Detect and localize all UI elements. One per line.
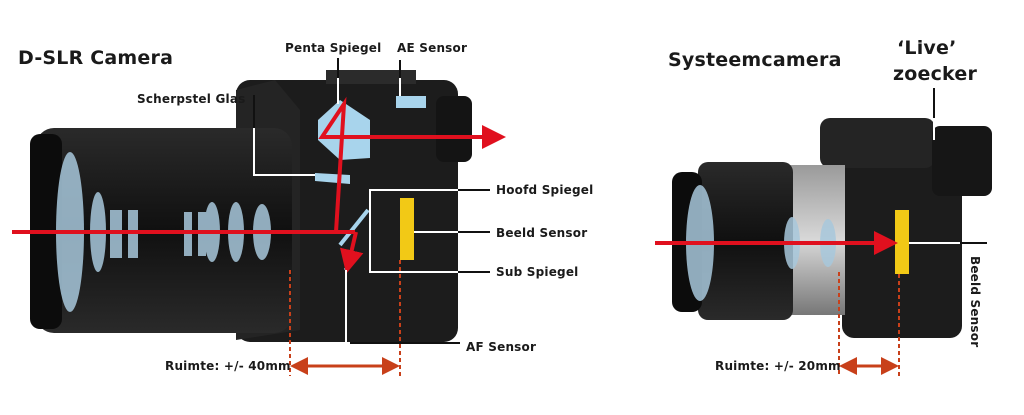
- mirrorless-dimension: [838, 272, 900, 376]
- label-af-sensor: AF Sensor: [466, 340, 536, 354]
- label-hoofd-spiegel: Hoofd Spiegel: [496, 183, 593, 197]
- mirrorless-spacing-label: Ruimte: +/- 20mm: [715, 359, 841, 373]
- dslr-title: D-SLR Camera: [18, 47, 173, 69]
- dslr-spacing-label: Ruimte: +/- 40mm: [165, 359, 291, 373]
- label-ae-sensor: AE Sensor: [397, 41, 467, 55]
- dslr-camera: D-SLR Camera Penta Spiegel AE Sensor Sch…: [12, 41, 593, 376]
- dslr-white-leaders: [253, 78, 401, 344]
- label-sub-spiegel: Sub Spiegel: [496, 265, 578, 279]
- label-mirrorless-beeld-sensor: Beeld Sensor: [968, 256, 982, 347]
- dslr-image-sensor: [400, 198, 414, 260]
- label-zoecker: zoecker: [893, 63, 977, 85]
- ae-sensor-element: [396, 96, 426, 108]
- label-scherpstel-glas: Scherpstel Glas: [137, 92, 245, 106]
- label-beeld-sensor: Beeld Sensor: [496, 226, 587, 240]
- mirrorless-image-sensor: [895, 210, 909, 274]
- mirrorless-eyepiece: [932, 126, 992, 196]
- light-ray-af: [339, 231, 364, 274]
- light-ray-up: [318, 96, 506, 233]
- dslr-dimension: [289, 260, 401, 376]
- dslr-hotshoe: [326, 70, 416, 84]
- mirrorless-title: Systeemcamera: [668, 49, 842, 71]
- callout-box: [369, 189, 458, 273]
- label-live: ‘Live’: [897, 37, 957, 59]
- mirrorless-camera: Systeemcamera ‘Live’ zoecker Beeld Senso…: [655, 37, 992, 376]
- dslr-eyepiece: [436, 96, 472, 162]
- mirrorless-top: [820, 118, 935, 168]
- dslr-leader-lines: [253, 58, 490, 344]
- main-mirror: [338, 208, 370, 247]
- label-penta-spiegel: Penta Spiegel: [285, 41, 381, 55]
